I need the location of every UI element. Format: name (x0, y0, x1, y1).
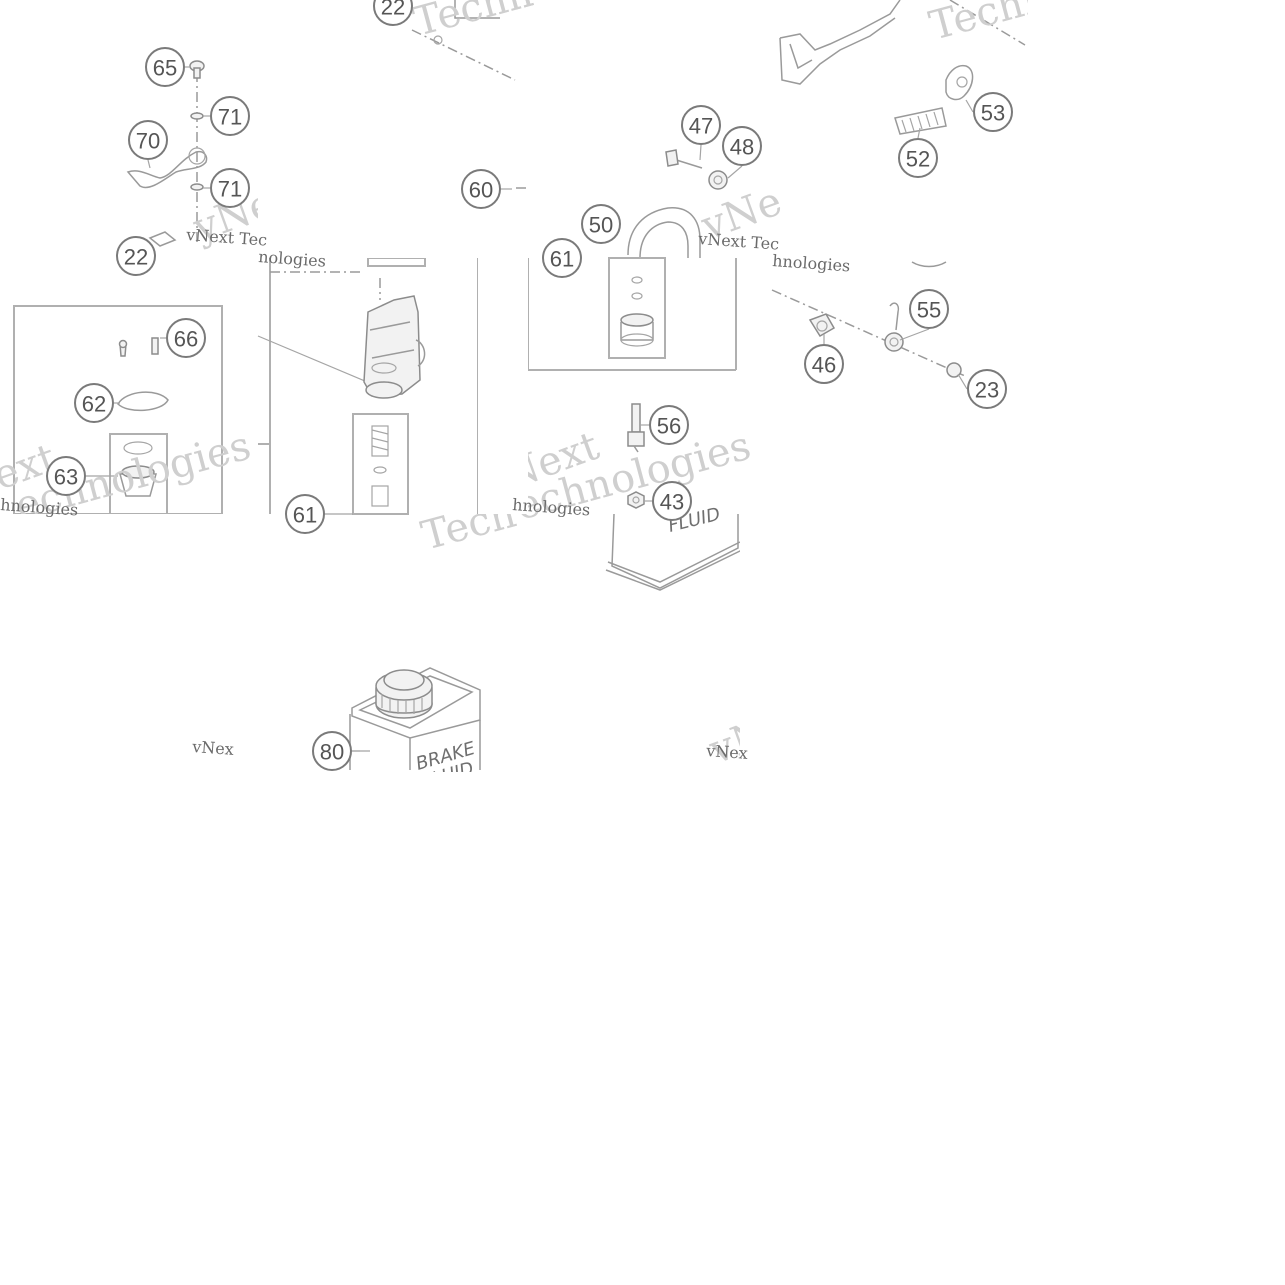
callout-circle (373, 0, 413, 26)
linkage-fragment (771, 261, 966, 378)
callout-c43: 43 (644, 481, 692, 521)
callout-number: 60 (469, 178, 493, 203)
callout-circle (542, 238, 582, 278)
watermark-small-4: hnologies (772, 251, 851, 275)
callout-leader (917, 127, 921, 139)
callout-circle (909, 289, 949, 329)
callout-number: 48 (730, 135, 754, 160)
callout-circle (46, 456, 86, 496)
callout-c80: 80 (312, 731, 360, 771)
brake-pedal-fragment (779, 0, 1026, 135)
callout-number: 62 (82, 392, 106, 417)
callout-circle (652, 481, 692, 521)
callout-c22b: 22 (116, 236, 156, 276)
callout-number: 61 (293, 503, 317, 528)
callout-circle (722, 126, 762, 166)
callout-circle (116, 236, 156, 276)
callout-leader (957, 373, 968, 390)
bleeder-and-nut (627, 403, 645, 509)
callout-c46: 46 (804, 334, 844, 384)
callout-c66: 66 (160, 318, 206, 358)
callout-number: 52 (906, 147, 930, 172)
callout-number: 55 (917, 298, 941, 323)
callout-c50: 50 (581, 204, 621, 244)
callout-number: 50 (589, 213, 613, 238)
watermark-small-2: nologies (258, 247, 327, 271)
callout-leader (965, 99, 974, 113)
callout-number: 70 (136, 129, 160, 154)
callout-circle (166, 318, 206, 358)
callout-c48: 48 (722, 126, 762, 179)
master-cylinder-detail (257, 257, 479, 515)
callout-circle (128, 120, 168, 160)
callout-number: 66 (174, 327, 198, 352)
watermark-small-7: vNex (191, 737, 235, 759)
callout-number: 53 (981, 101, 1005, 126)
callout-circle (973, 92, 1013, 132)
callout-circle (967, 369, 1007, 409)
callout-c23: 23 (957, 369, 1007, 409)
callout-circle (581, 204, 621, 244)
callout-leader (727, 165, 743, 179)
reservoir-detail-box (13, 305, 223, 515)
callout-circle (285, 494, 325, 534)
callout-leader (699, 144, 702, 161)
callout-leader (899, 328, 930, 341)
callout-number: 61 (550, 247, 574, 272)
reservoir-frame-right (527, 257, 737, 371)
callout-circle (145, 47, 185, 87)
callout-number: 71 (218, 177, 242, 202)
callout-circle (649, 405, 689, 445)
callout-number: 71 (218, 105, 242, 130)
banjo-bolt-assembly (126, 60, 208, 247)
callout-c60: 60 (461, 169, 512, 209)
callout-c55: 55 (899, 289, 949, 341)
watermark-small-8: vNex (705, 741, 749, 763)
callout-c65: 65 (145, 47, 190, 87)
watermark-small-3: vNext Tec (697, 229, 780, 254)
part-callouts: 22 65 71 70 71 22 66 62 63 61 60 47 48 50 61 53 52 55 46 23… (46, 0, 1013, 771)
callout-c63: 63 (46, 456, 86, 496)
callout-circle (804, 344, 844, 384)
callout-circle (210, 96, 250, 136)
callout-number: 23 (975, 378, 999, 403)
callout-c71a: 71 (203, 96, 250, 136)
callout-circle (898, 138, 938, 178)
hose-and-bolt-fragment (512, 149, 728, 259)
callout-number: 80 (320, 740, 344, 765)
callout-c47: 47 (681, 105, 721, 161)
callout-c22top: 22 (373, 0, 413, 26)
callout-number: 56 (657, 414, 681, 439)
callout-c62: 62 (74, 383, 120, 423)
callout-circle (74, 383, 114, 423)
callout-number: 46 (812, 353, 836, 378)
callout-circle (312, 731, 352, 771)
callout-number: 65 (153, 56, 177, 81)
callout-c56: 56 (640, 405, 689, 445)
callout-circle (210, 168, 250, 208)
callout-c71b: 71 (203, 168, 250, 208)
callout-circle (681, 105, 721, 145)
callout-circle (461, 169, 501, 209)
callout-number: 22 (381, 0, 405, 20)
callout-c53: 53 (965, 92, 1013, 132)
callout-c61a: 61 (285, 494, 325, 534)
callout-number: 63 (54, 465, 78, 490)
callout-number: 22 (124, 245, 148, 270)
callout-number: 43 (660, 490, 684, 515)
callout-c70: 70 (128, 120, 168, 169)
callout-c61b: 61 (542, 238, 582, 278)
callout-number: 47 (689, 114, 713, 139)
callout-c52: 52 (898, 127, 938, 178)
callout-leader (147, 159, 151, 169)
